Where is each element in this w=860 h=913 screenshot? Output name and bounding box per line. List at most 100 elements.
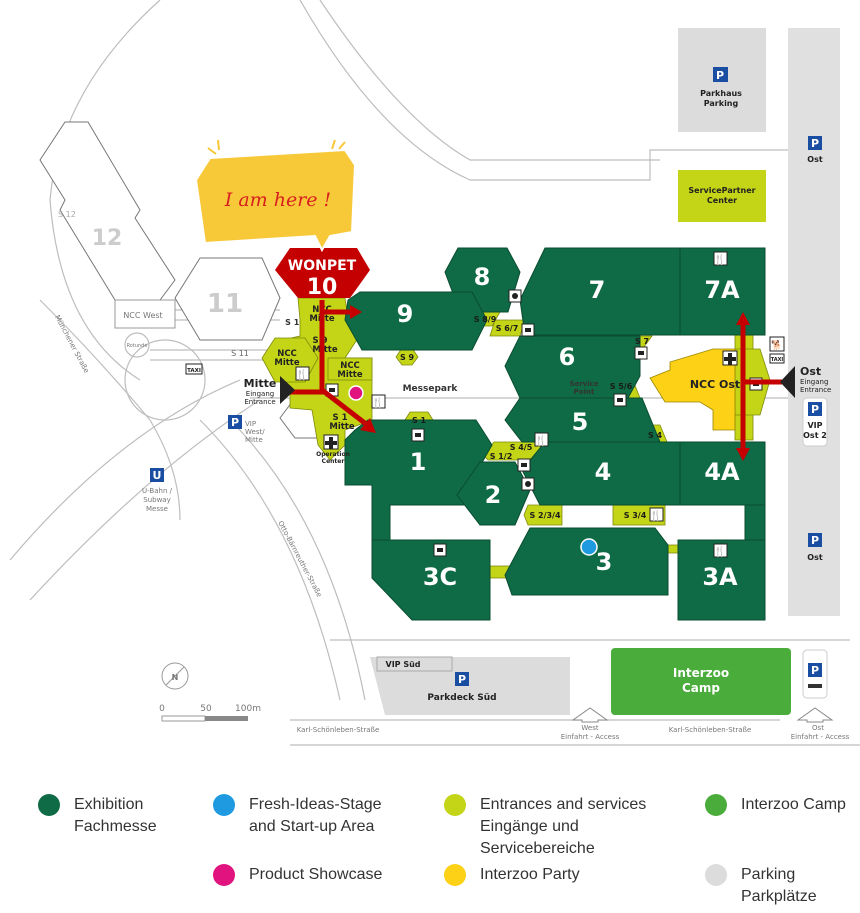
s9-mitte-2: Mitte <box>312 345 337 355</box>
legend-label: Fachmesse <box>74 818 157 835</box>
rotunde-label: Rotunde <box>127 343 148 349</box>
hall-1 <box>344 419 493 541</box>
taxi-icon: TAXI TAXI <box>185 353 785 375</box>
hall-6-label: 6 <box>559 343 576 371</box>
mitte-entrance-marker[interactable] <box>280 376 295 404</box>
svg-text:N: N <box>172 673 179 682</box>
parkdeck-sued-label: Parkdeck Süd <box>427 693 496 703</box>
service-s12: S 12 <box>58 210 76 219</box>
parking-vip-ost2[interactable]: P VIP Ost 2 <box>802 397 828 447</box>
legend-swatch <box>705 864 727 886</box>
coffee-icon <box>613 393 627 407</box>
service-s3-4: S 3/4 <box>624 511 647 520</box>
ost-entrance-sub1: Eingang <box>800 378 828 386</box>
exhibition-map: 12 S 12 11 NCC West Rotunde S 10 S 11 WO… <box>9 0 860 746</box>
legend-label: Fresh-Ideas-Stage <box>249 796 382 813</box>
legend-swatch <box>38 794 60 816</box>
karl-schoenleben-west: Karl-Schönleben-Straße <box>297 726 380 734</box>
dog-icon: 🐕 <box>769 336 785 352</box>
service-s4-5: S 4/5 <box>510 443 533 452</box>
ubahn-station[interactable]: U U-Bahn / Subway Messe <box>142 468 173 513</box>
ncc-mitte-west-1: NCC <box>277 349 297 359</box>
legend-label: Parkplätze <box>741 888 817 905</box>
interzoo-camp[interactable] <box>611 648 791 715</box>
svg-text:P: P <box>811 664 819 677</box>
legend-label: Parking <box>741 866 796 883</box>
svg-text:VIP: VIP <box>807 421 822 430</box>
fresh-ideas-stage-marker[interactable] <box>580 538 598 556</box>
parking-icon: P <box>458 673 466 686</box>
hall-8-label: 8 <box>474 263 491 291</box>
hall-11 <box>174 257 281 341</box>
hall-12-label: 12 <box>92 226 123 251</box>
ost-access-2: Einfahrt - Access <box>791 733 850 741</box>
coffee-icon <box>411 428 425 442</box>
s1-mitte-1: S 1 <box>333 413 348 423</box>
svg-text:Ost 2: Ost 2 <box>803 431 827 440</box>
product-showcase-marker[interactable] <box>348 385 364 401</box>
restaurant-icon: 🍴 <box>713 543 728 558</box>
legend-interzoo-camp: Interzoo Camp <box>705 794 846 816</box>
otto-baernreuther-strasse: Otto-Bärnreuther-Straße <box>276 520 323 599</box>
svg-text:0: 0 <box>159 704 165 714</box>
first-aid-icon <box>722 350 738 366</box>
hall-3a-link <box>744 504 766 541</box>
parking-ost-top[interactable]: P Ost <box>807 136 823 164</box>
hall-4a <box>679 441 766 506</box>
hall-3-label: 3 <box>596 548 613 576</box>
vip-sued[interactable] <box>376 656 453 672</box>
west-access-1: West <box>581 724 598 732</box>
hall-7 <box>519 247 681 336</box>
legend-label: Servicebereiche <box>480 840 595 857</box>
bus-parking[interactable]: P <box>802 649 828 699</box>
ost-entrance-label: Ost <box>800 365 821 378</box>
legend-label: Interzoo Camp <box>741 796 846 813</box>
legend-label: Interzoo Party <box>480 866 580 883</box>
svg-text:VIP: VIP <box>245 420 256 428</box>
hall-7a-label: 7A <box>704 276 740 304</box>
interzoo-camp-label-2: Camp <box>682 681 720 695</box>
service-icons: 🍴 🍴 🍴 🍴 🍴 🍴 🐕 <box>295 251 785 558</box>
svg-text:🍴: 🍴 <box>535 434 547 447</box>
mitte-entrance-sub2: Entrance <box>244 398 275 406</box>
parking-icon: P <box>716 69 724 82</box>
parking-ost-mid[interactable]: P Ost <box>807 533 823 562</box>
grill-icon <box>521 477 535 491</box>
hall-10-label: 10 <box>307 275 338 300</box>
svg-text:P: P <box>811 534 819 547</box>
coffee-icon <box>521 323 535 337</box>
svg-text:🍴: 🍴 <box>714 253 726 266</box>
ncc-mitte-block-2: Mitte <box>337 370 362 380</box>
legend-swatch <box>705 794 727 816</box>
ost-access-1: Ost <box>812 724 824 732</box>
wonpet-label: WONPET <box>288 258 357 274</box>
route-arrows <box>284 300 782 461</box>
ncc-west-label: NCC West <box>123 311 162 320</box>
hall-9-label: 9 <box>397 300 414 328</box>
ncc-mitte-block-1: NCC <box>340 361 360 371</box>
scale-bar: 0 50 100m <box>159 704 261 722</box>
hall-2-label: 2 <box>485 481 502 509</box>
parkhaus-label-1: Parkhaus <box>700 89 742 98</box>
mitte-entrance-sub1: Eingang <box>246 390 274 398</box>
service-point-1: Service <box>569 380 598 388</box>
restaurant-icon: 🍴 <box>649 507 664 522</box>
parking-vip-west[interactable]: P VIP West/ Mitte <box>228 415 265 444</box>
first-aid-icon <box>323 434 339 450</box>
ost-entrance-marker[interactable] <box>780 366 795 398</box>
svg-text:Subway: Subway <box>143 496 170 504</box>
mitte-entrance-label: Mitte <box>244 377 277 390</box>
messepark-label: Messepark <box>403 384 459 394</box>
hall-1-label: 1 <box>410 448 427 476</box>
hall-3a-label: 3A <box>702 563 738 591</box>
legend-label: Product Showcase <box>249 866 383 883</box>
service-s2-3-4: S 2/3/4 <box>529 511 561 520</box>
operation-center-2: Center <box>322 458 345 465</box>
service-s1: S 1 <box>412 416 427 425</box>
service-point-2: Point <box>574 388 595 396</box>
servicepartner-center[interactable] <box>678 170 766 222</box>
service-s9: S 9 <box>400 353 415 362</box>
